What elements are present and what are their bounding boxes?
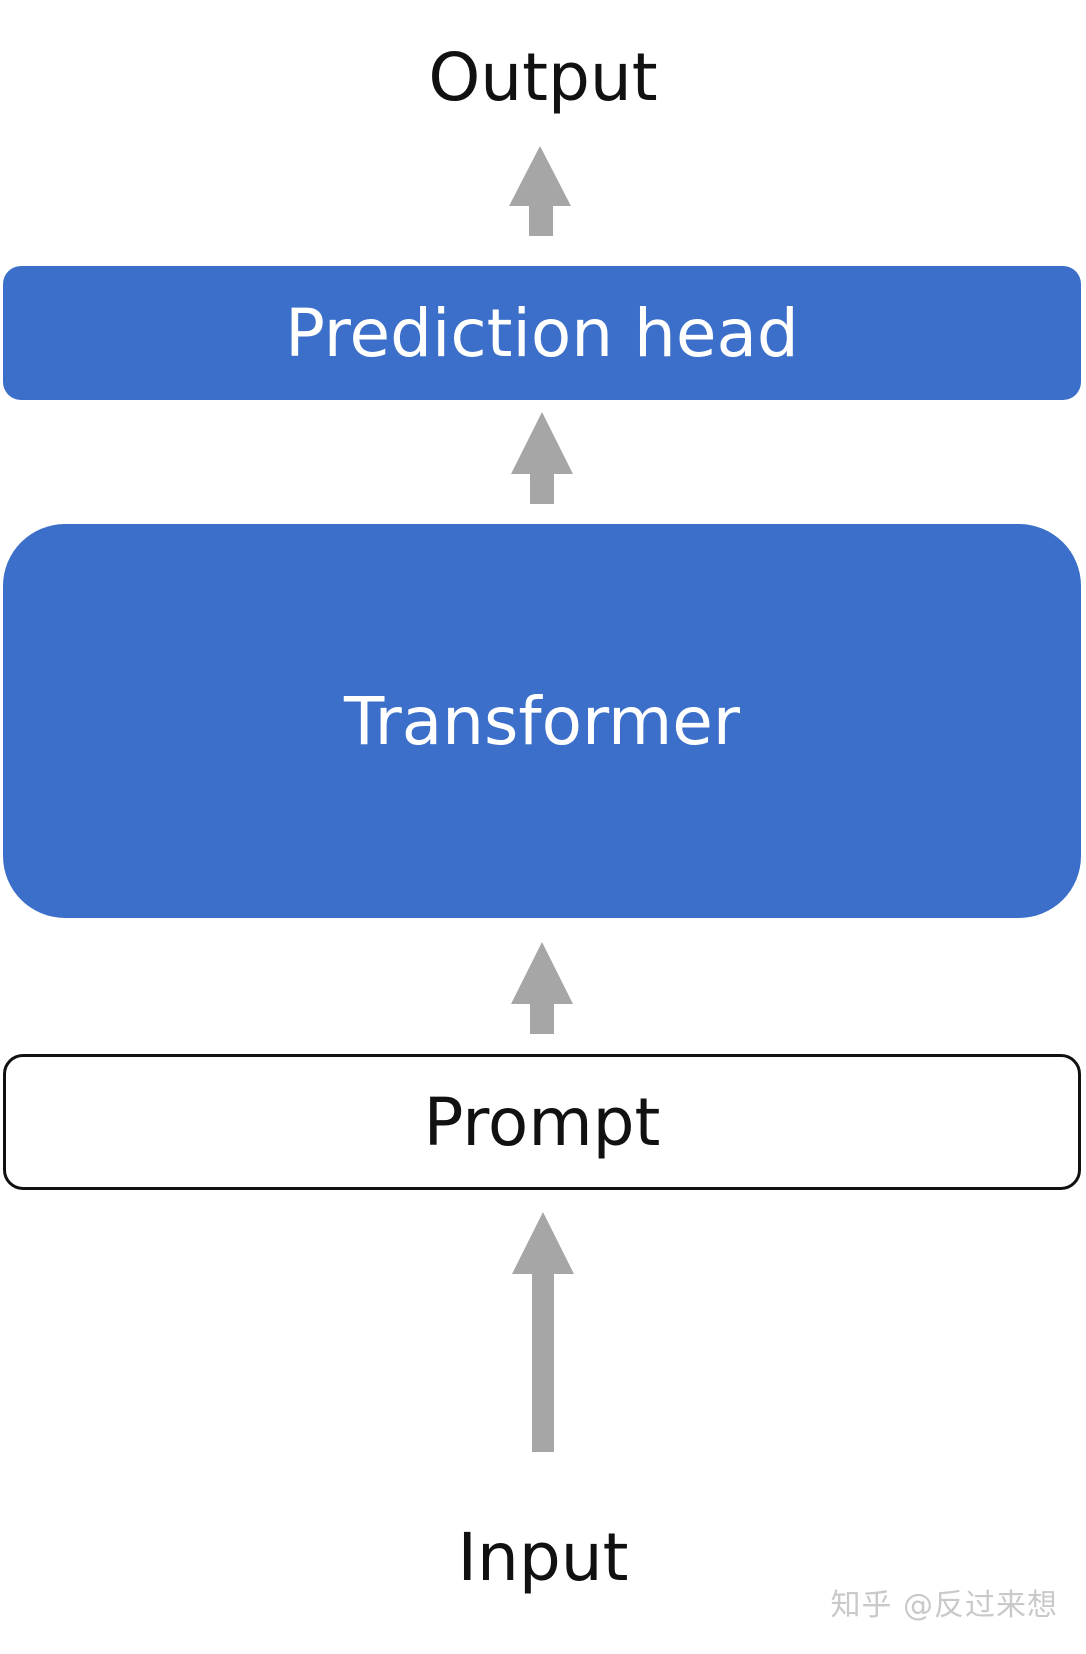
prompt-label: Prompt: [423, 1083, 661, 1161]
arrow-up-icon: [0, 412, 1086, 504]
input-label: Input: [457, 1519, 629, 1596]
watermark: 知乎 @反过来想: [830, 1588, 1058, 1623]
arrow-up-icon: [0, 146, 1086, 236]
transformer-label: Transformer: [343, 682, 741, 760]
arrow-up-icon: [0, 942, 1086, 1034]
transformer-block: Transformer: [3, 524, 1081, 918]
prompt-block: Prompt: [3, 1054, 1081, 1190]
prediction-head-block: Prediction head: [3, 266, 1081, 400]
prediction-head-label: Prediction head: [285, 294, 799, 372]
arrow-up-icon: [0, 1212, 1086, 1452]
output-label: Output: [428, 39, 658, 116]
